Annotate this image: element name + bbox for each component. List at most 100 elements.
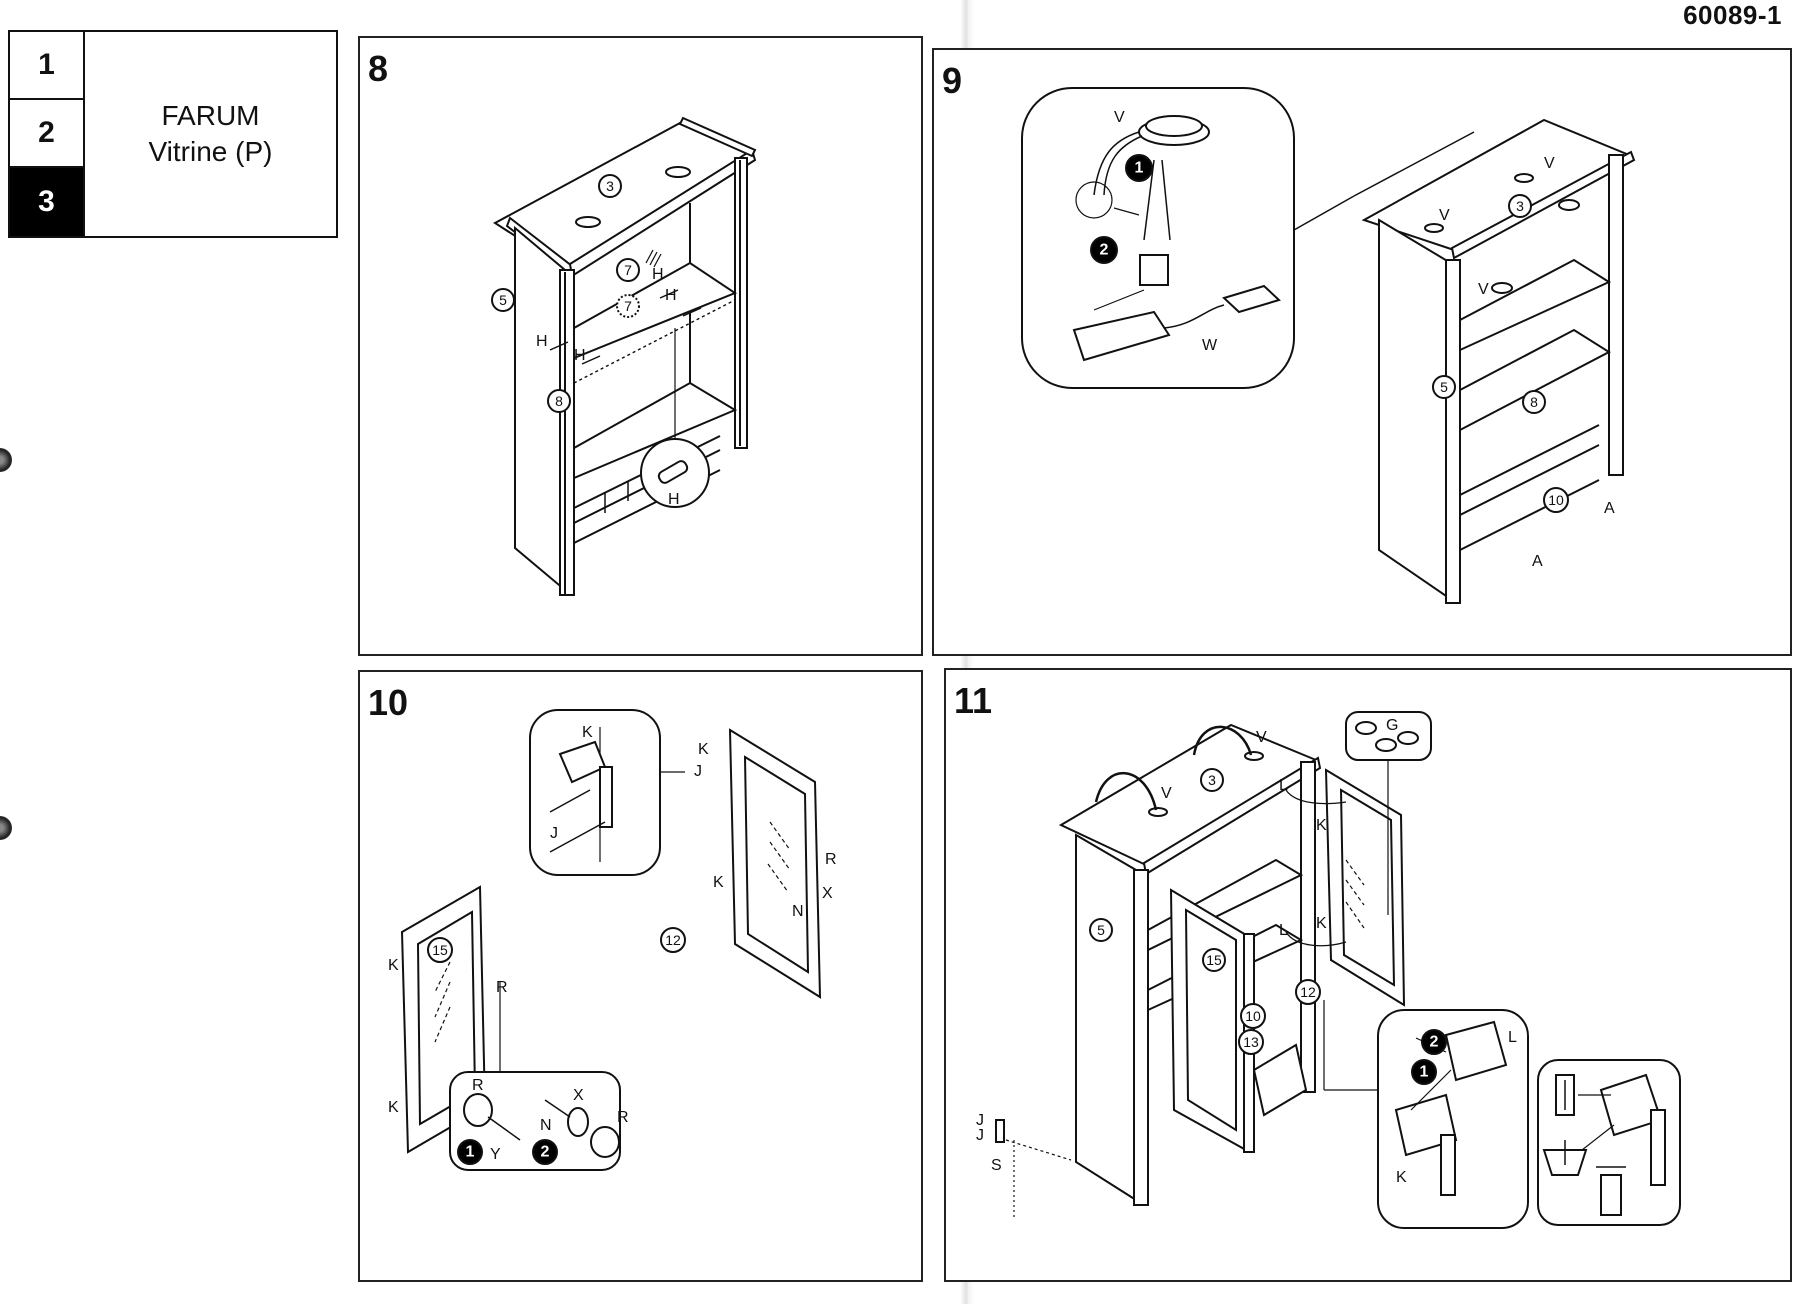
hardware-label-n: N [792,903,804,920]
hardware-label-h: H [536,333,548,350]
cable-arc [1094,772,1158,811]
substep-2-badge: 2 [541,1144,550,1161]
callout-label-j: J [550,825,558,842]
page-navigator: 1 2 3 FARUM Vitrine (P) [8,30,338,238]
substep-1-badge: 1 [1135,160,1144,177]
knob-label-y: Y [490,1146,501,1163]
front-stile-right [1300,761,1316,1093]
product-title-block: FARUM Vitrine (P) [85,32,336,236]
side-panel-5 [1378,218,1450,600]
washer-icon [567,1107,589,1137]
hardware-label-k: K [388,1099,399,1116]
door-15 [1169,888,1247,1152]
step-10-illustration: K J K J K R X N K K R 12 15 R Y N X R 1 … [388,709,837,1171]
crown-moulding-back [678,116,757,158]
part-number-5: 5 [1097,922,1105,938]
punch-hole-icon [0,816,12,840]
hardware-label-v: V [1256,729,1267,746]
hardware-label-s: S [991,1157,1002,1174]
shelf-upper [1459,258,1612,352]
door-12 [728,728,822,999]
front-stile-left [1445,259,1461,604]
callout-label-k: K [582,724,593,741]
power-strip-icon [1072,310,1171,362]
callout-label-h: H [668,491,680,508]
hardware-label-j: J [976,1112,984,1129]
hardware-label-k: K [1316,915,1327,932]
step-8-illustration: 3 5 7 7 8 H H H H H [491,116,757,596]
knob-icon [463,1093,493,1127]
callout-label-k: K [1396,1169,1407,1186]
hardware-label-h: H [665,287,677,304]
side-panel-5 [1075,833,1137,1202]
knob-label-r: R [617,1109,629,1126]
step-9-panel: 9 [932,48,1792,656]
power-adapter-icon [1222,284,1281,314]
knob-label-n: N [540,1117,552,1134]
hardware-label-x: X [822,885,833,902]
product-name: FARUM [161,100,260,131]
step-11-illustration: 3 5 10 12 13 15 V V L K L K J J S G L K … [976,711,1681,1229]
shelf-8 [1459,328,1612,432]
callout-label-v: V [1114,109,1125,126]
page-tab-2[interactable]: 2 [10,100,83,168]
step-number: 10 [368,682,409,723]
part-number-7: 7 [624,262,632,278]
crown-moulding-front [1450,150,1636,260]
part-number-5: 5 [1440,379,1448,395]
hardware-label-l: L [1279,922,1288,939]
hardware-label-h: H [652,266,664,283]
page-list: 1 2 3 [10,32,85,236]
part-number-3: 3 [606,178,614,194]
hardware-label-r: R [825,851,837,868]
front-stile-right [1608,154,1624,476]
part-number-15: 15 [1206,952,1222,968]
step-number: 11 [954,680,993,721]
hardware-label-v: V [1544,155,1555,172]
hardware-label-v: V [1439,207,1450,224]
part-number-12: 12 [665,932,681,948]
shelf-7-upper [573,261,738,360]
part-number-8: 8 [555,393,563,409]
plinth-13 [1252,1043,1308,1117]
callout-wiring [1021,87,1295,389]
step-8-panel: 8 [358,36,923,656]
top-cable-hole [575,216,601,228]
front-stile-left [1133,869,1149,1206]
callout-hinge [529,709,661,876]
hardware-label-k: K [388,957,399,974]
hardware-label-h: H [574,347,586,364]
hardware-label-k: K [713,874,724,891]
page-tab-3-active[interactable]: 3 [10,167,83,236]
part-number-10: 10 [1245,1008,1261,1024]
door-12 [1324,768,1406,1007]
step-number: 8 [368,48,389,89]
wall-bracket-s [995,1119,1005,1143]
hardware-label-v: V [1478,281,1489,298]
front-stile-left [559,269,575,596]
part-number-3: 3 [1208,772,1216,788]
product-variant: Vitrine (P) [148,136,273,167]
step-number: 9 [942,60,963,101]
hardware-label-l: L [1279,777,1288,794]
knob-label-r: R [472,1077,484,1094]
hardware-label-j: J [694,763,702,780]
hardware-label-k: K [698,741,709,758]
adjust-side-icon [1600,1174,1622,1216]
top-cable-hole [665,166,691,178]
part-number-10: 10 [1548,492,1564,508]
knob-icon [590,1126,620,1158]
hardware-label-g: G [1386,717,1398,734]
callout-label-w: W [1202,337,1218,354]
hardware-label-a: A [1604,500,1615,517]
step-11-panel: 11 [944,668,1792,1282]
part-number-8: 8 [1530,394,1538,410]
page-tab-1[interactable]: 1 [10,32,83,100]
hardware-label-k: K [1316,817,1327,834]
step-10-panel: 10 K J K J K R [358,670,923,1282]
part-number-7-dashed: 7 [624,298,632,314]
cable-arc [1192,725,1253,756]
hardware-label-a: A [1532,553,1543,570]
substep-1-badge: 1 [1420,1064,1429,1081]
part-number-13: 13 [1243,1034,1259,1050]
